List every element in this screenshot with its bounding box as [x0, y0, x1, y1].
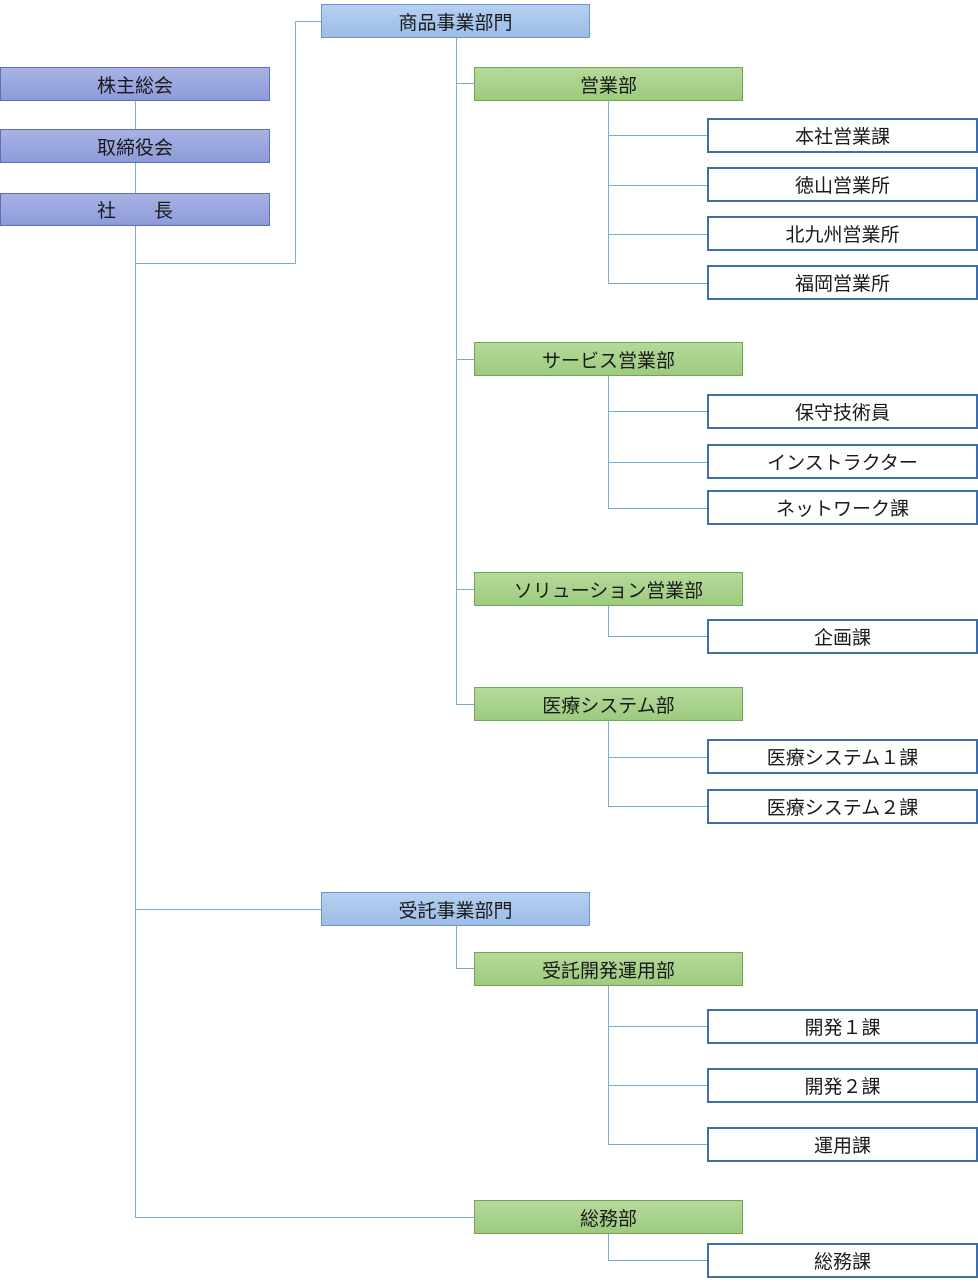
connector-line [456, 359, 474, 360]
section-box: 保守技術員 [707, 394, 978, 429]
solution-sales-department-box: ソリューション営業部 [474, 572, 743, 606]
connector-line [456, 704, 474, 705]
connector-line [135, 100, 136, 129]
connector-line [456, 925, 457, 968]
section-box: 運用課 [707, 1127, 978, 1162]
section-box: 医療システム１課 [707, 739, 978, 774]
connector-line [135, 263, 295, 264]
section-box: ネットワーク課 [707, 490, 978, 525]
connector-line [608, 720, 609, 807]
connector-line [608, 636, 708, 637]
connector-line [608, 283, 708, 284]
connector-line [608, 234, 708, 235]
medical-systems-department-box: 医療システム部 [474, 687, 743, 721]
connector-line [608, 411, 708, 412]
connector-line [456, 37, 457, 704]
connector-line [608, 1144, 708, 1145]
connector-line [135, 225, 136, 1218]
section-box: 開発２課 [707, 1068, 978, 1103]
connector-line [295, 21, 296, 264]
shareholders-meeting-box: 株主総会 [0, 67, 270, 101]
connector-line [295, 21, 321, 22]
connector-line [456, 83, 474, 84]
connector-line [135, 909, 321, 910]
sales-department-box: 営業部 [474, 67, 743, 101]
connector-line [608, 757, 708, 758]
board-of-directors-box: 取締役会 [0, 129, 270, 163]
contract-dev-ops-department-box: 受託開発運用部 [474, 952, 743, 986]
section-box: 企画課 [707, 619, 978, 654]
section-box: 開発１課 [707, 1009, 978, 1044]
section-box: 北九州営業所 [707, 216, 978, 251]
service-sales-department-box: サービス営業部 [474, 342, 743, 376]
connector-line [608, 806, 708, 807]
section-box: インストラクター [707, 444, 978, 479]
connector-line [608, 100, 609, 283]
connector-line [608, 985, 609, 1145]
president-box: 社 長 [0, 193, 270, 226]
connector-line [135, 162, 136, 193]
general-affairs-department-box: 総務部 [474, 1200, 743, 1234]
section-box: 本社営業課 [707, 118, 978, 153]
product-division-box: 商品事業部門 [321, 4, 590, 38]
section-box: 徳山営業所 [707, 167, 978, 202]
section-box: 医療システム２課 [707, 789, 978, 824]
connector-line [135, 1217, 475, 1218]
connector-line [456, 968, 474, 969]
section-box: 総務課 [707, 1243, 978, 1278]
connector-line [608, 1233, 609, 1261]
connector-line [608, 605, 609, 637]
connector-line [608, 462, 708, 463]
section-box: 福岡営業所 [707, 265, 978, 300]
connector-line [608, 135, 708, 136]
connector-line [608, 376, 609, 509]
connector-line [608, 1085, 708, 1086]
contract-division-box: 受託事業部門 [321, 892, 590, 926]
connector-line [608, 1026, 708, 1027]
connector-line [608, 1260, 708, 1261]
connector-line [608, 508, 708, 509]
connector-line [608, 185, 708, 186]
connector-line [456, 589, 474, 590]
